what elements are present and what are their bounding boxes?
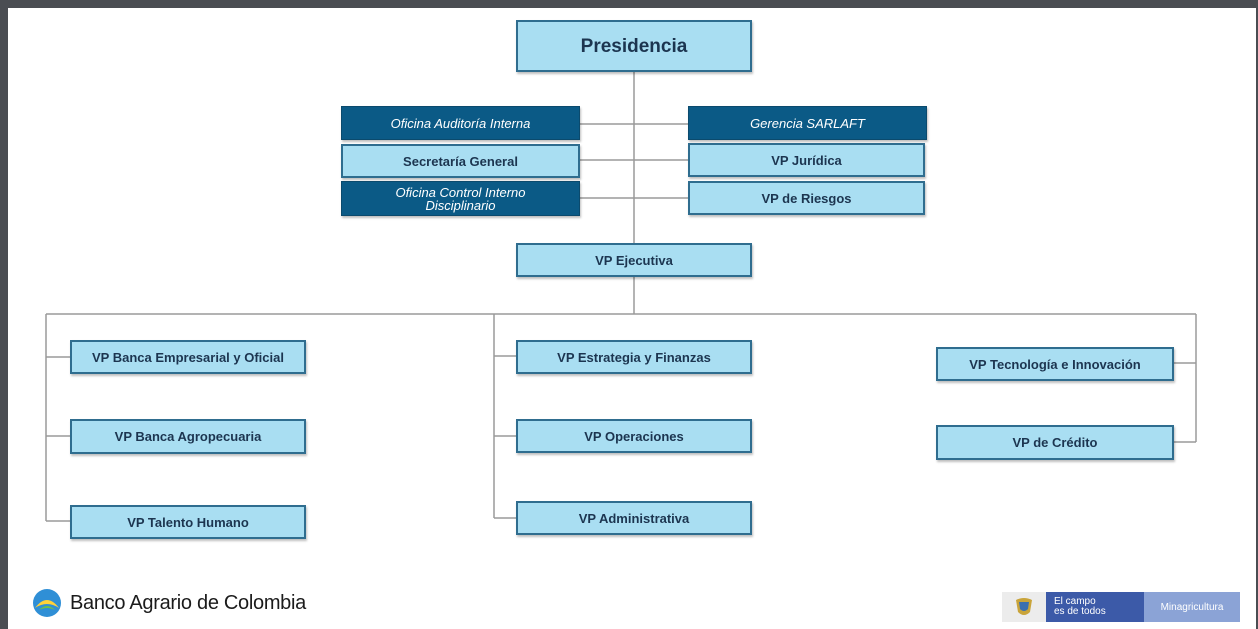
oficina-control-line1: Oficina Control Interno (395, 184, 526, 200)
oficina-control-box: Oficina Control Interno Disciplinario (341, 181, 580, 216)
presidencia-box: Presidencia (516, 20, 752, 72)
oficina-control-line2: Disciplinario (425, 197, 496, 213)
bank-emblem-icon (33, 589, 61, 617)
bank-name: Banco Agrario de Colombia (70, 591, 306, 614)
campo-line2: es de todos (1054, 606, 1106, 617)
left-border (0, 0, 8, 629)
vp-credito-box: VP de Crédito (936, 425, 1174, 460)
bank-logo: Banco Agrario de Colombia (30, 588, 306, 618)
top-border (0, 0, 1258, 8)
government-logo: El campo es de todos Minagricultura (1002, 592, 1240, 622)
secretaria-general-box: Secretaría General (341, 144, 580, 178)
vp-ejecutiva-box: VP Ejecutiva (516, 243, 752, 277)
coat-of-arms-icon (1002, 592, 1046, 622)
ministry-label: Minagricultura (1144, 592, 1240, 622)
campo-line1: El campo (1054, 596, 1096, 607)
campo-slogan: El campo es de todos (1046, 592, 1144, 622)
vp-juridica-box: VP Jurídica (688, 143, 925, 177)
vp-estrategia-finanzas-box: VP Estrategia y Finanzas (516, 340, 752, 374)
right-border (1256, 8, 1258, 629)
vp-riesgos-box: VP de Riesgos (688, 181, 925, 215)
vp-talento-humano-box: VP Talento Humano (70, 505, 306, 539)
vp-administrativa-box: VP Administrativa (516, 501, 752, 535)
vp-tecnologia-innovacion-box: VP Tecnología e Innovación (936, 347, 1174, 381)
gerencia-sarlaft-box: Gerencia SARLAFT (688, 106, 927, 140)
vp-banca-empresarial-box: VP Banca Empresarial y Oficial (70, 340, 306, 374)
vp-banca-agropecuaria-box: VP Banca Agropecuaria (70, 419, 306, 454)
vp-operaciones-box: VP Operaciones (516, 419, 752, 453)
oficina-auditoria-box: Oficina Auditoría Interna (341, 106, 580, 140)
